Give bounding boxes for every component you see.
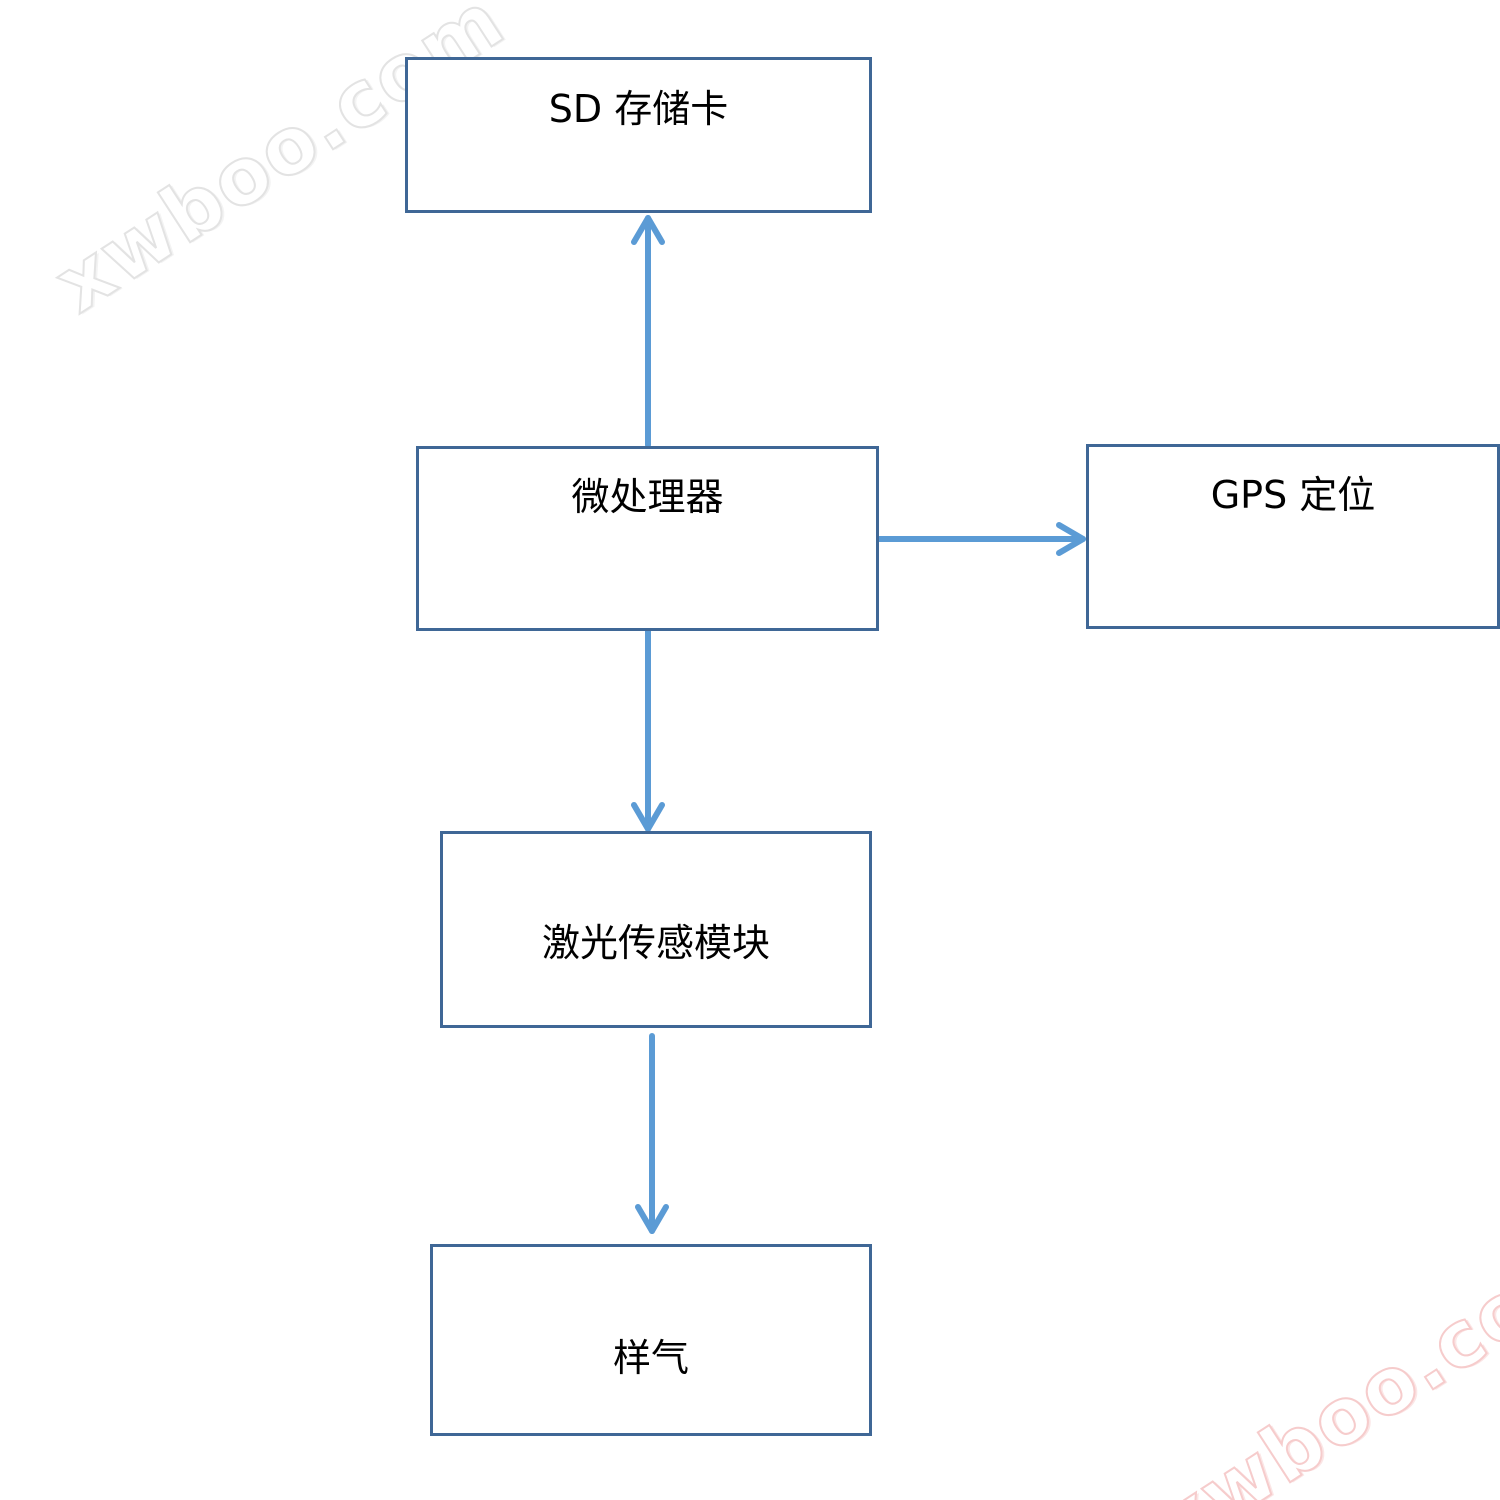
node-gps-label: GPS 定位 xyxy=(1210,473,1376,517)
arrow-processor-to-sd-card xyxy=(631,215,665,448)
node-laser-sensor: 激光传感模块 xyxy=(440,831,872,1028)
node-laser-sensor-label: 激光传感模块 xyxy=(541,921,770,965)
node-gps: GPS 定位 xyxy=(1086,444,1500,629)
node-microprocessor-label: 微处理器 xyxy=(571,475,724,519)
arrow-processor-to-gps xyxy=(875,522,1086,556)
node-sd-card: SD 存储卡 xyxy=(405,57,872,213)
node-sd-card-label: SD 存储卡 xyxy=(548,87,729,131)
node-sample-gas-label: 样气 xyxy=(612,1336,689,1380)
node-sample-gas: 样气 xyxy=(430,1244,872,1436)
arrow-laser-sensor-to-sample-gas xyxy=(635,1033,669,1234)
arrow-processor-to-laser-sensor xyxy=(631,627,665,832)
node-microprocessor: 微处理器 xyxy=(416,446,879,631)
